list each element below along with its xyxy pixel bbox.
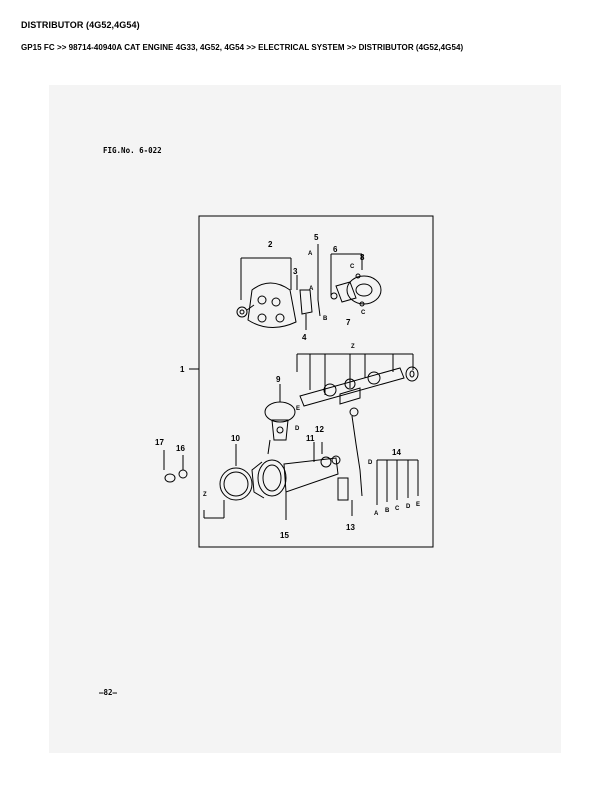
- parts-diagram-sheet: [49, 85, 561, 753]
- callout-7: 7: [346, 318, 351, 327]
- key-14-c: C: [395, 506, 400, 512]
- diagram-frame: [198, 215, 434, 548]
- breadcrumb: GP15 FC >> 98714-40940A CAT ENGINE 4G33,…: [21, 43, 464, 52]
- callout-11: 11: [306, 434, 315, 443]
- callout-4: 4: [302, 333, 307, 342]
- key-14-b: B: [385, 508, 390, 514]
- page-number: —82—: [99, 688, 118, 697]
- callout-10: 10: [231, 434, 240, 443]
- key-14-e: E: [416, 502, 420, 508]
- key-14-a: A: [374, 511, 379, 517]
- callout-1: 1: [180, 365, 185, 374]
- callout-3: 3: [293, 267, 298, 276]
- callout-2: 2: [268, 240, 273, 249]
- governor-shaft-drawing: [299, 366, 419, 407]
- figure-number: FIG.No. 6-022: [103, 146, 162, 155]
- callout-12: 12: [315, 425, 324, 434]
- distributor-cap-drawing: [236, 257, 297, 328]
- gasket-drawing: [219, 467, 253, 501]
- part-16-drawing: [178, 469, 188, 479]
- callout-16: 16: [176, 444, 185, 453]
- callout-13: 13: [346, 523, 355, 532]
- callout-8: 8: [360, 253, 365, 262]
- callout-14: 14: [392, 448, 401, 457]
- key-c1: C: [350, 264, 355, 270]
- breaker-plate-drawing: [330, 273, 382, 307]
- key-14-d: D: [406, 504, 411, 510]
- callout-15: 15: [280, 531, 289, 540]
- callout-6: 6: [333, 245, 338, 254]
- key-z-left: Z: [203, 492, 207, 498]
- callout-5: 5: [314, 233, 319, 242]
- vacuum-advance-drawing: [264, 384, 296, 441]
- key-b1: B: [323, 316, 328, 322]
- housing-drawing: [251, 439, 339, 520]
- page-title: DISTRIBUTOR (4G52,4G54): [21, 20, 140, 30]
- key-a2: A: [309, 286, 314, 292]
- key-e1: E: [296, 406, 300, 412]
- rotor-drawing: [296, 275, 313, 330]
- callout-17: 17: [155, 438, 164, 447]
- callout-9: 9: [276, 375, 281, 384]
- part-17-drawing: [164, 473, 176, 483]
- key-d2: D: [368, 460, 373, 466]
- key-z-top: Z: [351, 344, 355, 350]
- key-a1: A: [308, 251, 313, 257]
- key-d1: D: [295, 426, 300, 432]
- key-c2: C: [361, 310, 366, 316]
